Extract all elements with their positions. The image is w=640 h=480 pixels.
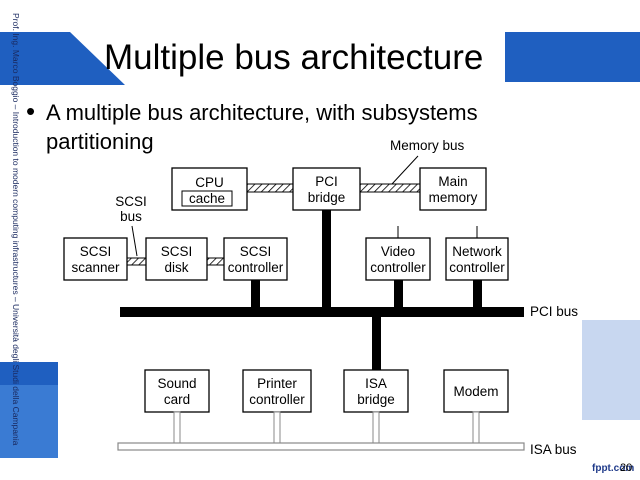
sound-card-box <box>144 369 210 413</box>
isa-bus-label: ISA bus <box>530 442 577 457</box>
sound-card-connector <box>173 411 181 445</box>
scsi-controller-label-2: controller <box>228 260 284 275</box>
scsi-disk-label-2: disk <box>164 260 188 275</box>
bullet-text: A multiple bus architecture, with subsys… <box>46 100 478 154</box>
video-controller-label-1: Video <box>381 244 415 259</box>
scsi-bus-segment-2 <box>206 257 225 266</box>
left-lower-accent-light <box>0 385 58 458</box>
printer-controller-connector <box>273 411 281 445</box>
pci-bus <box>120 307 524 317</box>
pci-bus-label: PCI bus <box>530 304 578 319</box>
scsi-scanner-label-2: scanner <box>71 260 120 275</box>
top-left-accent <box>0 32 125 85</box>
isa-bus <box>117 442 525 451</box>
network-controller-label-2: controller <box>449 260 505 275</box>
main-memory-box <box>419 167 487 211</box>
sound-card-label-1: Sound <box>157 376 196 391</box>
scsi-disk-label-1: SCSI <box>161 244 193 259</box>
isa-bridge-box <box>343 369 409 413</box>
scsi-scanner-label-1: SCSI <box>80 244 112 259</box>
printer-controller-label-2: controller <box>249 392 305 407</box>
main-memory-label-1: Main <box>438 174 467 189</box>
memory-bus-left <box>246 183 294 193</box>
printer-controller-box <box>242 369 312 413</box>
cpu-label: CPU <box>195 175 224 190</box>
scsi-disk-box <box>145 237 208 281</box>
pci-bridge-label-1: PCI <box>315 174 338 189</box>
footer-brand: fppt.com <box>592 463 635 474</box>
right-lower-accent <box>582 320 640 420</box>
page-number: 20 <box>620 462 633 474</box>
network-controller-box <box>445 237 509 281</box>
isa-bridge-label-2: bridge <box>357 392 395 407</box>
video-controller-label-2: controller <box>370 260 426 275</box>
bullet-dot: • <box>26 96 36 126</box>
isa-bridge-connector <box>372 312 381 370</box>
memory-bus-pointer <box>391 155 419 185</box>
scsi-scanner-box <box>63 237 128 281</box>
modem-box <box>443 369 509 413</box>
video-controller-connector <box>394 280 403 308</box>
network-controller-connector <box>473 280 482 308</box>
footer-bar <box>0 458 640 480</box>
isa-bridge-label-1: ISA <box>365 376 387 391</box>
scsi-bus-label-line2: bus <box>120 209 142 224</box>
printer-controller-label-1: Printer <box>257 376 297 391</box>
network-controller-label-1: Network <box>452 244 502 259</box>
main-memory-label-2: memory <box>429 190 478 205</box>
isa-bridge-isa-connector <box>372 411 380 445</box>
cpu-cache-box <box>181 190 233 207</box>
memory-bus-label: Memory bus <box>390 138 465 153</box>
pci-bridge-label-2: bridge <box>308 190 346 205</box>
scsi-bus-segment-1 <box>126 257 147 266</box>
top-right-accent <box>505 32 640 82</box>
cpu-cache-label: cache <box>189 191 225 206</box>
scsi-bus-label-line1: SCSI <box>115 194 147 209</box>
sound-card-label-2: card <box>164 392 190 407</box>
slide-title: Multiple bus architecture <box>104 38 484 77</box>
modem-label: Modem <box>453 384 498 399</box>
memory-bus-right <box>359 183 421 193</box>
scsi-controller-label-1: SCSI <box>240 244 272 259</box>
modem-connector <box>472 411 480 445</box>
scsi-controller-connector <box>251 280 260 308</box>
pci-bridge-connector <box>322 210 331 313</box>
video-controller-box <box>365 237 431 281</box>
scsi-controller-box <box>223 237 288 281</box>
scsi-bus-pointer <box>131 225 138 257</box>
